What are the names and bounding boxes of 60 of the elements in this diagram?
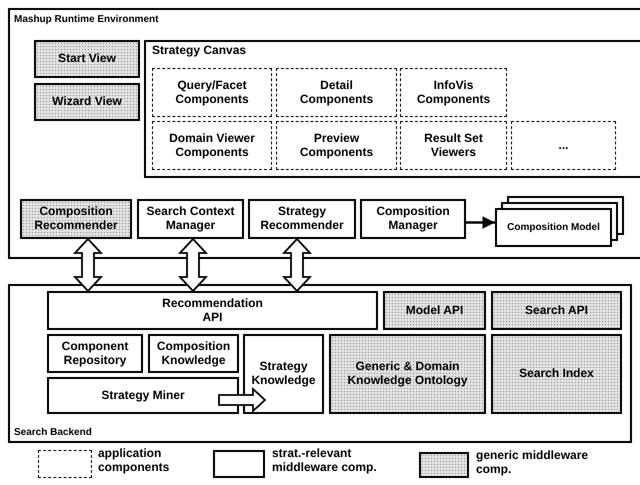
middleware-box (137, 199, 244, 239)
box-label: Start View (58, 52, 116, 66)
middleware-box (20, 199, 132, 239)
component-box (276, 68, 397, 117)
component-box (152, 121, 272, 170)
component-box (400, 68, 507, 117)
middleware-box (383, 291, 486, 330)
legend-label: application components (98, 446, 170, 475)
environment-frame (8, 284, 632, 443)
box-label: Recommendation API (161, 296, 264, 324)
box-label: Result Set Viewers (423, 132, 484, 160)
box-label: Query/Facet Components (174, 78, 250, 106)
middleware-box (243, 334, 324, 414)
middleware-box (491, 334, 622, 414)
block-arrow (178, 238, 208, 292)
arrow (466, 216, 495, 229)
environment-frame (8, 8, 640, 259)
middleware-box (329, 334, 486, 414)
box-label: Search Context Manager (145, 205, 236, 233)
middleware-box (491, 291, 622, 330)
box-label: Domain Viewer Components (168, 132, 256, 160)
middleware-box (47, 334, 143, 373)
frame-title: Search Backend (14, 426, 92, 438)
box-label: Composition Knowledge (156, 340, 232, 368)
middleware-box (47, 291, 378, 330)
component-box (152, 68, 272, 117)
box-label: Composition Manager (375, 205, 451, 233)
frame-title: Mashup Runtime Environment (14, 14, 158, 26)
model-card (495, 208, 612, 247)
box-label: Model API (406, 304, 464, 318)
box-label: Generic & Domain Knowledge Ontology (348, 360, 468, 388)
block-arrow (218, 386, 266, 414)
box-label: Composition Model (507, 222, 600, 234)
middleware-box (34, 40, 140, 78)
box-label: Detail Components (298, 78, 374, 106)
box-label: Preview Components (298, 132, 374, 160)
middleware-box (360, 199, 466, 239)
box-label: Strategy Knowledge (250, 360, 316, 388)
component-box (400, 121, 507, 170)
block-arrow (282, 238, 312, 292)
middleware-box (47, 377, 239, 414)
canvas-panel (144, 40, 640, 178)
component-box (511, 121, 616, 170)
legend-label: strat.-relevant middleware comp. (272, 446, 378, 475)
box-label: Component Repository (60, 340, 130, 368)
box-label: InfoVis Components (416, 78, 492, 106)
middleware-box (148, 334, 239, 373)
component-box (276, 121, 397, 170)
box-label: Wizard View (52, 95, 122, 109)
block-arrow (72, 238, 104, 292)
box-label: Search API (525, 304, 588, 318)
box-label: Strategy Recommender (259, 205, 345, 233)
box-label: Strategy Miner (101, 388, 185, 402)
box-label: ... (558, 138, 568, 152)
panel-title: Strategy Canvas (152, 44, 246, 58)
middleware-box (34, 83, 140, 121)
legend-label: generic middleware comp. (476, 448, 590, 477)
middleware-box (248, 199, 356, 239)
box-label: Composition Recommender (33, 205, 119, 233)
box-label: Search Index (519, 367, 594, 381)
